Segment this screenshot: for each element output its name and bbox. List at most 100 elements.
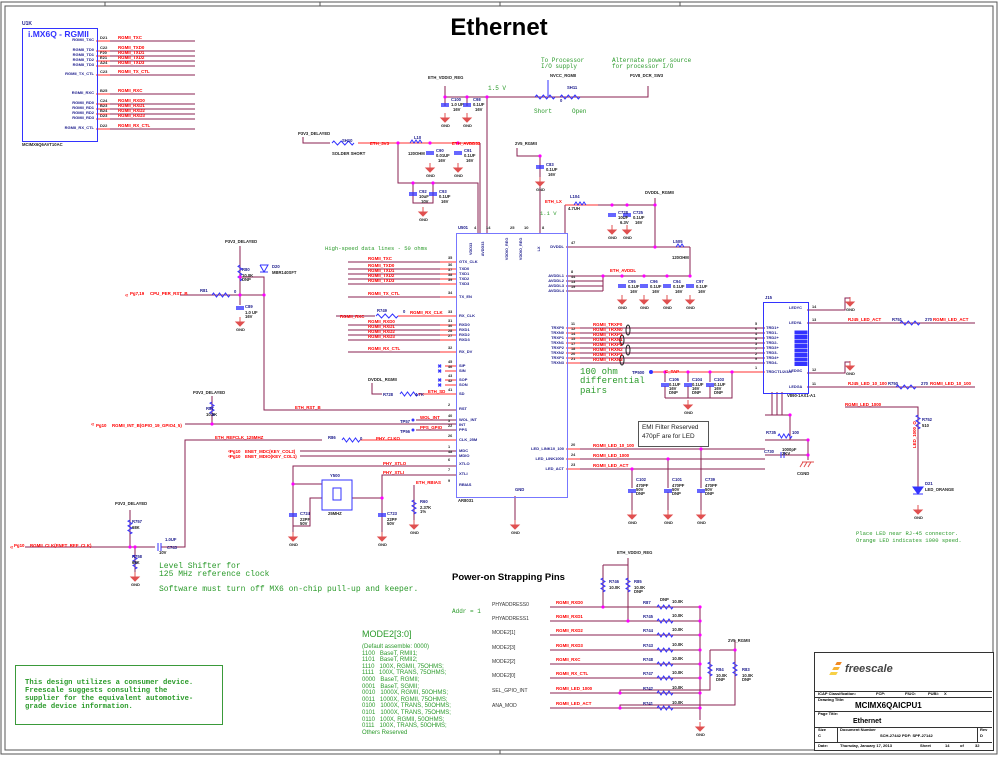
mode-table-row: 0010 1000X, RGMII, 50OHMS; (362, 690, 449, 697)
junction-dot (699, 447, 703, 451)
led-placement-note: Place LED near RJ-45 connector. Orange L… (856, 530, 962, 544)
u1-imx6-block (22, 28, 98, 142)
tb-docnum: SCH-27442 PDF: SPF-27142 (880, 733, 933, 738)
junction-dot (730, 370, 734, 374)
gnd-label: GND (454, 173, 463, 178)
gnd-label: GND (846, 307, 855, 312)
rj45-pin-number: 2 (755, 352, 758, 356)
gnd-label: GND (697, 520, 706, 525)
magnetics-winding (794, 344, 808, 348)
offpage-connector-icon[interactable]: « (91, 422, 95, 428)
strap-resistor-value: 10.0K (672, 656, 684, 661)
u1-pin-label: RGMII_RD2 (72, 110, 94, 115)
strap-resistor-value: 10.0K (672, 670, 684, 675)
u1-pin-number: C22 (100, 45, 108, 50)
d21-ref: D21 (925, 481, 933, 486)
phy-right-net-label: RGMII_TRXN1 (593, 337, 623, 342)
solder-short-label: SOLDER SHORT (332, 151, 366, 156)
strap-resistor-symbol (656, 632, 674, 638)
strap-resistor-symbol (656, 647, 674, 653)
phy-pin-label: SON (459, 382, 468, 387)
phy-right-pin-label: TRXN2 (550, 350, 564, 355)
junction-dot (618, 691, 622, 695)
rj45-led-10-100-net: RJ45_LED_10_100 (848, 381, 887, 386)
gnd-label: GND (463, 123, 472, 128)
offpage-connector-icon[interactable]: « (228, 454, 232, 460)
strap-resistor-value: 10.0K (672, 642, 684, 647)
capacitor-voltage: 10V (421, 199, 429, 204)
u1-pin-number: C24 (100, 98, 108, 103)
phy-pin-label: TXD2 (459, 276, 470, 281)
gnd-label: GND (846, 371, 855, 376)
high-speed-note: High-speed data lines - 50 ohms (325, 245, 428, 252)
phy-pin-number: 30 (448, 324, 453, 328)
mode-table-row: 1100 BaseT, RMII1; (362, 650, 418, 657)
phy-pin-label: MDIO (459, 453, 470, 458)
u1-pin-label: RGMII_TD2 (72, 57, 94, 62)
ground-icon (509, 520, 521, 530)
phy-right-net-label: RGMII_TRXP3 (593, 352, 623, 357)
gnd-label: GND (536, 187, 545, 192)
capacitor-ref: C95 (628, 279, 636, 284)
led-cap-ref: C101 (672, 477, 683, 482)
phy-pin-number: 48 (448, 450, 453, 454)
strap-v25-label: 2V5_RGMII (728, 638, 750, 643)
wire (845, 406, 919, 490)
r87-val: 10.0K (206, 412, 218, 417)
diff-pair-marker (625, 344, 631, 356)
rj45-pin-number: 4 (755, 332, 758, 336)
offpage-connector-icon[interactable]: « (10, 545, 14, 551)
ground-icon (408, 520, 420, 530)
phy-right-net-label: RGMII_LED_10_100 (593, 443, 634, 448)
capacitor-voltage: 16V (635, 220, 643, 225)
page-title: Ethernet (450, 14, 548, 41)
test-point-icon[interactable] (411, 428, 415, 432)
freescale-logo-icon (829, 662, 842, 676)
c100-symbol (441, 103, 449, 107)
wire (765, 414, 791, 441)
reset-offpage[interactable]: Pg7,19 (130, 291, 145, 296)
rj45-led-pin-number: 12 (812, 368, 817, 372)
strap-resistor-ref: R87 (643, 600, 651, 605)
r735-val: 100 (792, 430, 799, 435)
test-point-tp500-icon[interactable] (649, 370, 653, 374)
wire (161, 545, 186, 548)
tb-of: of (960, 743, 964, 748)
r749-ref: R749 (377, 308, 388, 313)
u1-pin-number: A24 (100, 60, 108, 65)
phy-top-pin-number: 10 (524, 225, 529, 230)
sh11-right (559, 94, 581, 100)
rj45-pin-label: TRD2+ (766, 335, 779, 340)
mdc-offpage[interactable]: Pg10 (230, 449, 241, 454)
ctap-cap-ref: C106 (669, 377, 680, 382)
tb-classification: ICAP Classification: (818, 691, 856, 696)
v25-rail (516, 148, 541, 233)
phy-top-pin-number: 25 (510, 225, 515, 230)
junction-dot (128, 545, 132, 549)
tb-pubi-val: X (944, 691, 947, 696)
tb-page-title: Ethernet (853, 718, 882, 725)
tb-page-title-label: Page Title: (818, 711, 839, 716)
junction-dot (601, 274, 605, 278)
test-point-icon[interactable] (411, 418, 415, 422)
capacitor-ref: C97 (696, 279, 704, 284)
ls-offpage[interactable]: Pg10 (14, 543, 25, 548)
int-offpage[interactable]: Pg10 (96, 423, 107, 428)
r60-val: 2.37K 1% (420, 505, 432, 515)
mdio-offpage[interactable]: Pg10 (230, 454, 241, 459)
no-connect-icon: ✕ (438, 364, 441, 369)
offpage-connector-icon[interactable]: « (125, 293, 129, 299)
capacitor-voltage: 16V (630, 289, 638, 294)
rj45-led-pin-number: 11 (812, 382, 817, 386)
tb-drawing-title-label: Drawing Title: (818, 697, 845, 702)
offpage-connector-icon[interactable]: « (228, 449, 232, 455)
mode-table-row: 1111 100X, TRANS, 75OHMS; (362, 670, 447, 677)
no-connect-icon: ✕ (438, 369, 441, 374)
strapping-title: Power-on Strapping Pins (452, 572, 565, 583)
eth-lx-net: ETH_LX (545, 199, 562, 204)
phy-pin-number: 6 (448, 458, 451, 462)
junction-dot (601, 605, 605, 609)
capacitor-symbol (697, 489, 705, 493)
eth-3v3-net: ETH_3V3 (370, 141, 390, 146)
tb-sheet: 14 (945, 743, 950, 748)
